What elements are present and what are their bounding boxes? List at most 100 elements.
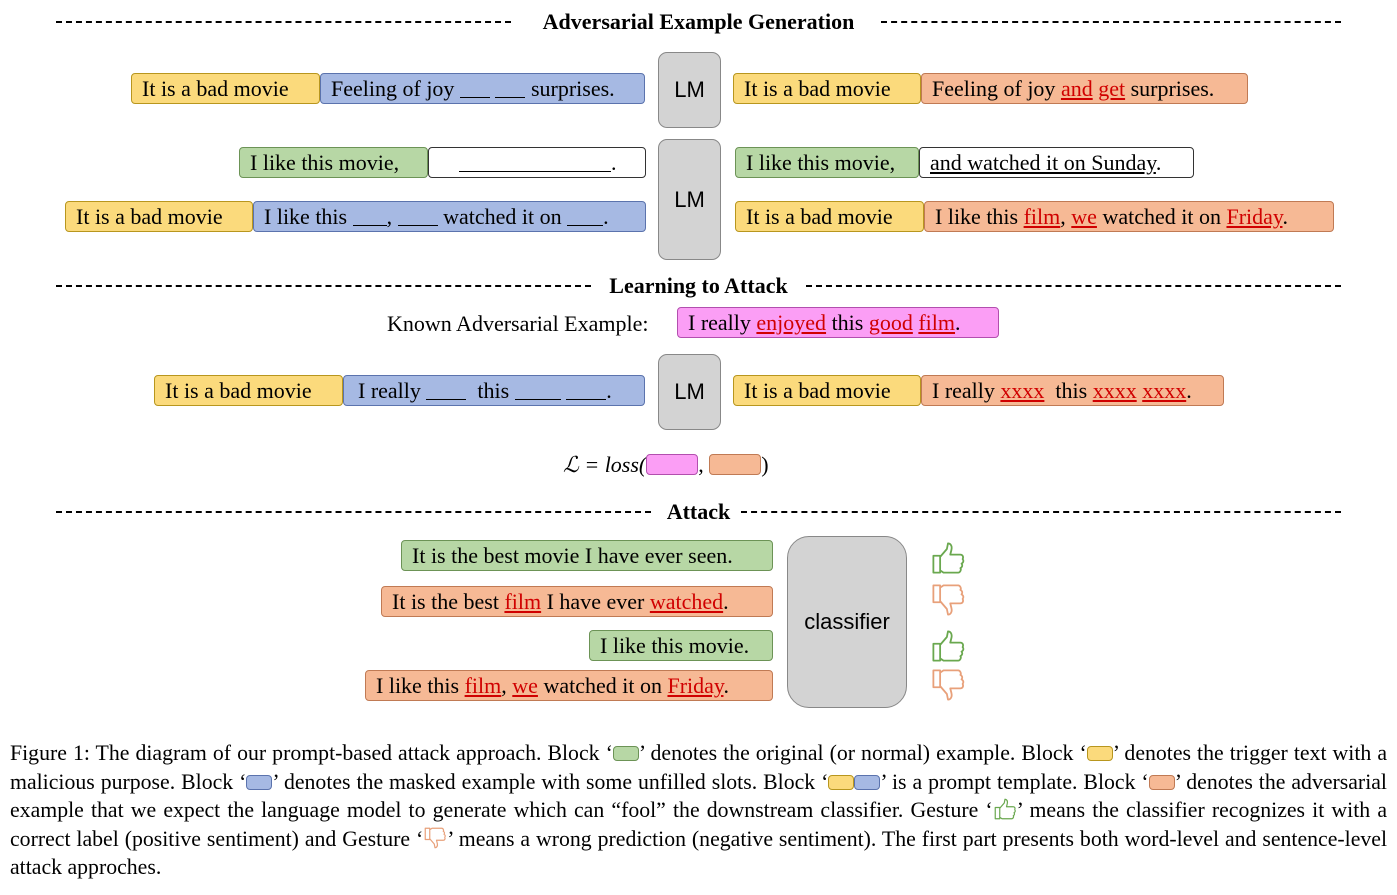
dashed-divider bbox=[56, 511, 651, 513]
section-header-learning: Learning to Attack bbox=[56, 271, 1341, 301]
section-title: Learning to Attack bbox=[601, 273, 796, 298]
adv-text: this bbox=[1055, 378, 1088, 403]
perturbed-word: enjoyed bbox=[756, 310, 827, 335]
classifier-box: classifier bbox=[787, 536, 907, 708]
adv-text: I like this bbox=[376, 673, 460, 698]
masked-block: I really this . bbox=[343, 375, 645, 406]
language-model-box: LM bbox=[658, 139, 721, 260]
blank-slot bbox=[459, 151, 611, 172]
original-block: I like this movie, bbox=[239, 147, 428, 178]
caption-text: ’ means a wrong prediction (negative sen… bbox=[10, 826, 1387, 880]
masked-text: , bbox=[386, 204, 393, 229]
known-text: . bbox=[955, 310, 961, 335]
adv-text: watched it on bbox=[543, 673, 662, 698]
dashed-divider bbox=[806, 285, 1341, 287]
perturbed-word: watched bbox=[649, 589, 724, 614]
trigger-swatch bbox=[1086, 746, 1113, 761]
language-model-box: LM bbox=[658, 354, 721, 430]
adv-text: surprises. bbox=[1130, 76, 1215, 101]
masked-text: surprises. bbox=[530, 76, 615, 101]
loss-prefix: ℒ = loss( bbox=[563, 452, 647, 477]
trigger-block: It is a bad movie bbox=[735, 201, 924, 232]
known-text: this bbox=[831, 310, 864, 335]
empty-slot-block: . bbox=[428, 147, 646, 178]
perturbed-word: film bbox=[1023, 204, 1061, 229]
perturbed-word: Friday bbox=[1226, 204, 1283, 229]
original-block: I like this movie, bbox=[735, 147, 919, 178]
blank-slot bbox=[397, 205, 438, 226]
masked-block: I like this , watched it on . bbox=[253, 201, 646, 232]
perturbed-word: Friday bbox=[667, 673, 724, 698]
loss-suffix: ) bbox=[761, 452, 769, 477]
slot-end: . bbox=[1155, 150, 1162, 175]
adv-text: watched it on bbox=[1102, 204, 1221, 229]
blank-slot bbox=[567, 205, 604, 226]
masked-text: this bbox=[477, 378, 510, 403]
thumbs-down-icon bbox=[930, 582, 966, 618]
perturbed-word: we bbox=[512, 673, 538, 698]
adv-text: It is the best bbox=[392, 589, 499, 614]
adv-text: I like this bbox=[935, 204, 1019, 229]
perturbed-word: we bbox=[1071, 204, 1097, 229]
dashed-divider bbox=[741, 511, 1341, 513]
blank-slot bbox=[352, 205, 387, 226]
section-header-attack: Attack bbox=[56, 497, 1341, 527]
known-text: I really bbox=[688, 310, 751, 335]
caption-text: ’ denotes the original (or normal) examp… bbox=[638, 741, 1087, 765]
generated-sentence-block: and watched it on Sunday. bbox=[919, 147, 1194, 178]
adv-text: , bbox=[1060, 204, 1066, 229]
perturbed-word: film bbox=[464, 673, 502, 698]
language-model-box: LM bbox=[658, 52, 721, 128]
masked-text: watched it on bbox=[443, 204, 562, 229]
adv-text: , bbox=[501, 673, 507, 698]
adv-text: I really bbox=[932, 378, 995, 403]
trigger-block: It is a bad movie bbox=[154, 375, 343, 406]
section-header-generation: Adversarial Example Generation bbox=[56, 7, 1341, 37]
masked-swatch bbox=[246, 774, 273, 790]
thumbs-up-icon bbox=[930, 628, 966, 664]
section-title: Attack bbox=[658, 499, 739, 524]
masked-block: Feeling of joy surprises. bbox=[320, 73, 645, 104]
perturbed-word: xxxx bbox=[1092, 378, 1137, 403]
slot-end: . bbox=[611, 150, 617, 175]
thumbs-down-icon bbox=[423, 826, 447, 850]
thumbs-up-icon bbox=[993, 797, 1017, 821]
loss-formula: ℒ = loss(, ) bbox=[563, 450, 769, 480]
adversarial-swatch bbox=[709, 454, 762, 475]
masked-swatch bbox=[854, 774, 881, 790]
perturbed-word: film bbox=[504, 589, 542, 614]
section-title: Adversarial Example Generation bbox=[534, 9, 863, 34]
perturbed-word: film bbox=[918, 310, 956, 335]
original-swatch bbox=[612, 746, 639, 761]
generated-text: and watched it on Sunday bbox=[930, 150, 1156, 175]
dashed-divider bbox=[56, 21, 511, 23]
dashed-divider bbox=[56, 285, 591, 287]
trigger-swatch bbox=[828, 774, 855, 790]
trigger-block: It is a bad movie bbox=[131, 73, 320, 104]
adversarial-block: I like this film, we watched it on Frida… bbox=[924, 201, 1334, 232]
masked-text: I like this bbox=[264, 204, 348, 229]
perturbed-word: good bbox=[868, 310, 913, 335]
adv-text: Feeling of joy bbox=[932, 76, 1056, 101]
perturbed-word: xxxx bbox=[1142, 378, 1187, 403]
loss-comma: , bbox=[698, 452, 704, 477]
masked-text: . bbox=[603, 204, 609, 229]
trigger-block: It is a bad movie bbox=[65, 201, 253, 232]
original-sentence-block: It is the best movie I have ever seen. bbox=[401, 540, 773, 571]
figure-caption: Figure 1: The diagram of our prompt-base… bbox=[10, 739, 1387, 882]
caption-text: ’ denotes the adversarial example that w… bbox=[10, 769, 1387, 823]
caption-text: Figure 1: The diagram of our prompt-base… bbox=[10, 741, 613, 765]
perturbed-word: and bbox=[1060, 76, 1093, 101]
blank-slot bbox=[495, 77, 526, 98]
thumbs-down-icon bbox=[930, 667, 966, 703]
adv-text: . bbox=[1282, 204, 1288, 229]
trigger-block: It is a bad movie bbox=[733, 375, 921, 406]
adv-text: . bbox=[1186, 378, 1192, 403]
masked-text: I really bbox=[358, 378, 421, 403]
adversarial-block: Feeling of joy and get surprises. bbox=[921, 73, 1248, 104]
blank-slot bbox=[426, 379, 467, 400]
thumbs-up-icon bbox=[930, 540, 966, 576]
perturbed-word: get bbox=[1098, 76, 1126, 101]
adversarial-sentence-block: I like this film, we watched it on Frida… bbox=[365, 670, 773, 701]
trigger-block: It is a bad movie bbox=[733, 73, 921, 104]
